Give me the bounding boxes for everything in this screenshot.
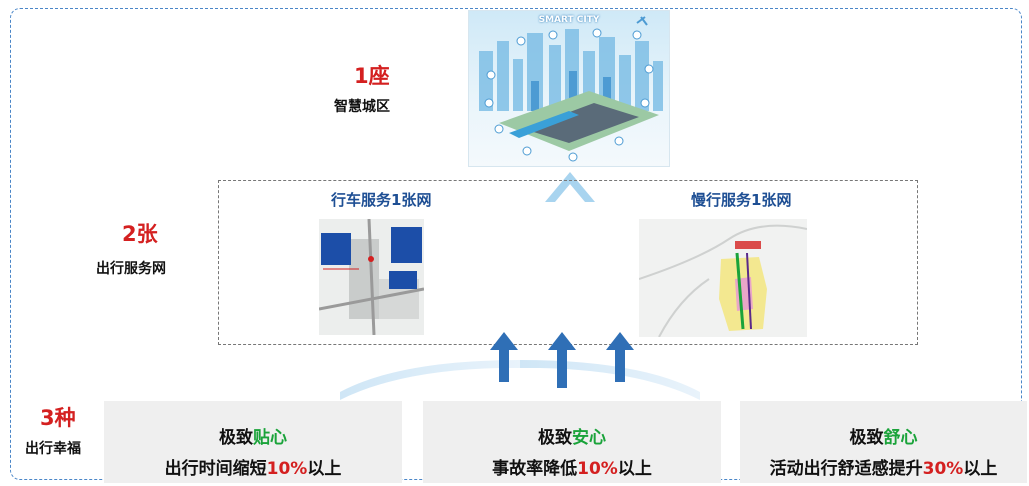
- chevron-up-icon: [545, 172, 595, 202]
- driving-map-graphic: [319, 219, 424, 335]
- level-2-number: 2张: [122, 222, 158, 246]
- card-2-highlight: 安心: [572, 428, 606, 448]
- slow-traffic-network-title: 慢行服务1张网: [691, 191, 792, 209]
- service-network-box: 行车服务1张网 慢行服务1张网: [218, 180, 918, 345]
- arrow-up-icon-right: [606, 332, 634, 382]
- driving-network-title: 行车服务1张网: [331, 191, 432, 209]
- flow-arrows: [340, 332, 700, 400]
- card-2-prefix: 极致: [538, 428, 572, 448]
- smart-city-illustration: SMART CITY: [468, 10, 670, 167]
- slow-traffic-map-graphic: [639, 224, 807, 337]
- slow-traffic-network-map: [639, 219, 807, 337]
- arrow-up-icon-center: [548, 332, 576, 388]
- driving-network-map: [319, 219, 424, 335]
- card-1-suffix: 以上: [307, 459, 342, 479]
- level-1-label: 智慧城区: [334, 99, 390, 115]
- happiness-card-convenience: 极致贴心 出行时间缩短10%以上: [104, 401, 402, 483]
- card-3-text: 活动出行舒适感提升: [769, 459, 923, 479]
- card-2-suffix: 以上: [617, 459, 652, 479]
- card-1-highlight: 贴心: [253, 428, 287, 448]
- card-2-text: 事故率降低: [492, 459, 578, 479]
- card-1-prefix: 极致: [219, 428, 253, 448]
- smart-city-title: SMART CITY: [538, 15, 600, 25]
- level-3-label: 出行幸福: [25, 441, 81, 457]
- arrow-up-icon-left: [490, 332, 518, 382]
- level-2-label: 出行服务网: [96, 261, 166, 277]
- card-3-percent: 30%: [922, 459, 964, 479]
- level-1-number: 1座: [354, 64, 390, 88]
- card-3-prefix: 极致: [849, 428, 884, 448]
- card-3-highlight: 舒心: [883, 428, 918, 448]
- level-3-number: 3种: [40, 406, 76, 430]
- card-2-percent: 10%: [577, 459, 618, 479]
- card-1-percent: 10%: [266, 459, 308, 479]
- happiness-card-comfort: 极致舒心 活动出行舒适感提升30%以上: [740, 401, 1027, 483]
- card-3-suffix: 以上: [963, 459, 998, 479]
- smart-city-graphic: [479, 16, 663, 162]
- card-1-text: 出行时间缩短: [164, 459, 267, 479]
- happiness-card-safety: 极致安心 事故率降低10%以上: [423, 401, 721, 483]
